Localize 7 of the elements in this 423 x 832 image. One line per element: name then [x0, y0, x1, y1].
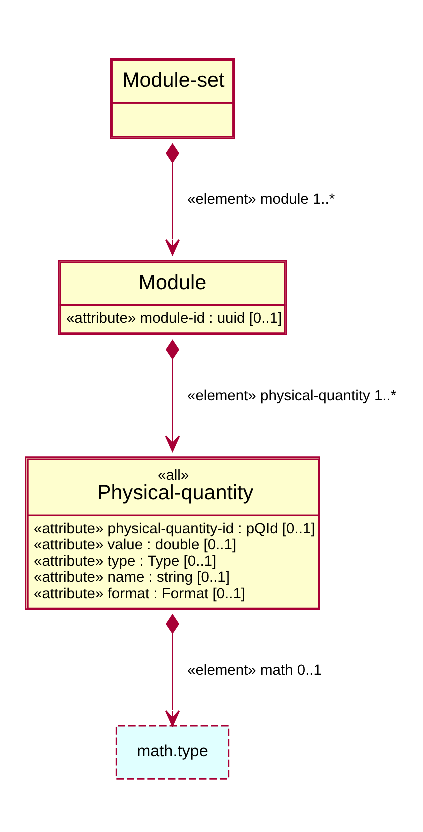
edge-label: «element» physical-quantity 1..* — [188, 388, 397, 404]
arrow — [165, 340, 180, 452]
edge-label: «element» module 1..* — [188, 192, 336, 208]
node-box: math.type — [116, 725, 230, 780]
arrow — [165, 614, 180, 727]
arrow — [165, 143, 180, 256]
edge-label: «element» math 0..1 — [188, 663, 322, 680]
